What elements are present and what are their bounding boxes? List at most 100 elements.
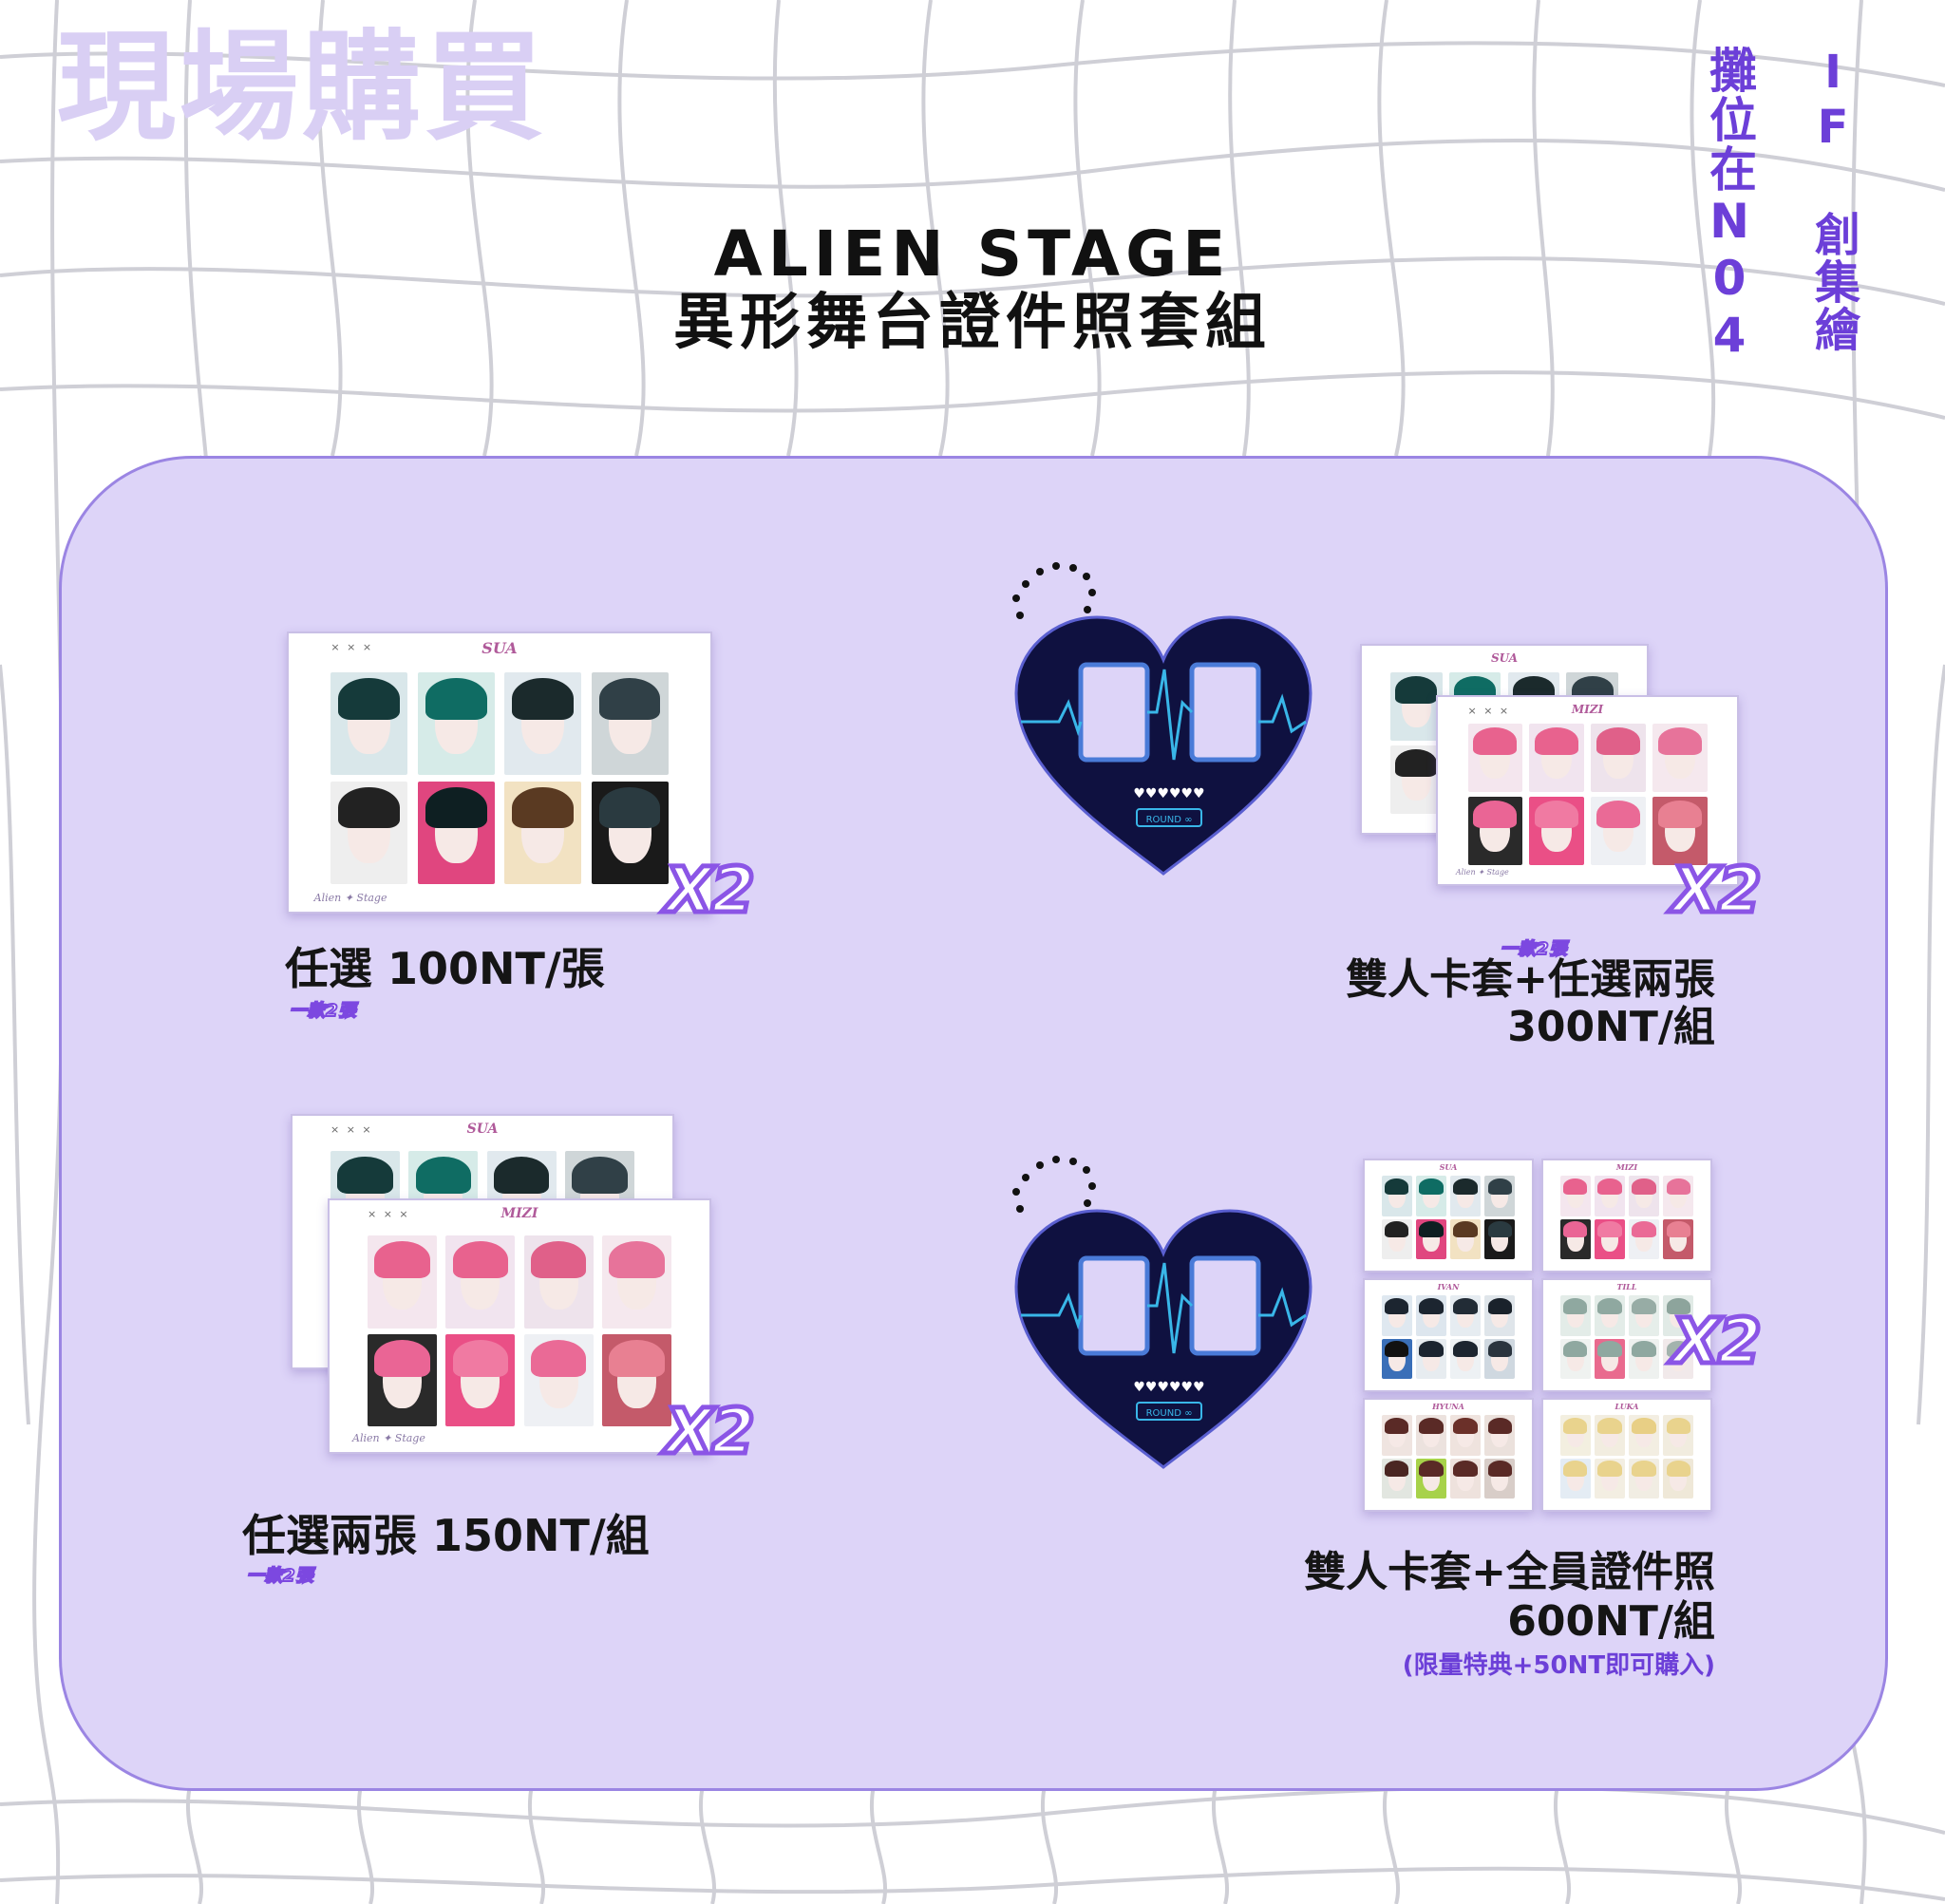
portrait [591,672,669,776]
portrait [1467,723,1522,793]
portrait-grid [1467,723,1708,866]
portrait [1390,745,1443,815]
card-name: MIZI [500,1206,538,1221]
ivan-mini-card: IVAN [1363,1278,1534,1392]
portrait [1629,1176,1660,1216]
portrait [1415,1295,1446,1336]
portrait [1450,1415,1482,1456]
page-heading: 現場購買 [57,19,547,157]
card-mark: × × × [330,1123,373,1136]
portrait [1381,1295,1412,1336]
portrait [1450,1218,1482,1260]
portrait [1381,1458,1412,1499]
portrait [1415,1415,1446,1456]
portrait [1467,796,1522,866]
title-zh: 異形舞台證件照套組 [673,288,1272,358]
round-indicator: ROUND ∞ [1146,1408,1193,1419]
offer-2-price: 300NT/組 [1507,1003,1715,1051]
heart-card-holder: ♥♥♥♥♥♥ ROUND ∞ [1012,1156,1312,1469]
ball-chain [1012,562,1096,619]
portrait [1450,1458,1482,1499]
portrait [1529,723,1584,793]
portrait [368,1333,437,1427]
portrait [1484,1295,1516,1336]
portrait [1381,1218,1412,1260]
booth-label: 攤位在N04 [1702,46,1757,365]
portrait [1559,1176,1591,1216]
mizi-mini-card: MIZI [1541,1159,1712,1272]
portrait-grid [1559,1295,1694,1380]
card-mark: × × × [368,1208,410,1220]
quantity-x2: X2 [1670,854,1765,927]
portrait [1484,1338,1516,1380]
portrait [1594,1415,1625,1456]
ball-chain [1012,1156,1096,1213]
quantity-x2: X2 [1670,1305,1765,1378]
till-mini-card: TILL [1541,1278,1712,1392]
portrait [1529,796,1584,866]
portrait [1594,1218,1625,1260]
offer-3-price: 任選兩張 150NT/組 [242,1510,650,1561]
card-name: SUA [1490,651,1519,665]
portrait [1591,796,1646,866]
round-indicator: ROUND ∞ [1146,815,1193,825]
offer-2-title: 雙人卡套+任選兩張 [1346,955,1715,1004]
sua-mini-card: SUA [1363,1159,1534,1272]
portrait-grid [1381,1176,1516,1260]
portrait [330,781,408,884]
title-en: ALIEN STAGE [713,217,1232,291]
portrait [1559,1338,1591,1380]
portrait [504,672,582,776]
portrait [523,1235,594,1329]
card-name: IVAN [1437,1282,1460,1291]
portrait [1663,1415,1694,1456]
portrait [1415,1218,1446,1260]
card-name: LUKA [1615,1402,1639,1411]
portrait [523,1333,594,1427]
offer-4-title: 雙人卡套+全員證件照 [1304,1548,1715,1596]
portrait [1390,671,1443,742]
card-name: MIZI [1615,1162,1638,1172]
card-mark: × × × [330,641,374,653]
portrait [368,1235,437,1329]
portrait [445,1333,516,1427]
portrait [1559,1458,1591,1499]
portrait [330,672,408,776]
portrait [1594,1458,1625,1499]
offer-4-price: 600NT/組 [1507,1597,1715,1646]
portrait [1591,723,1646,793]
portrait [1652,723,1708,793]
portrait [1484,1218,1516,1260]
portrait [1381,1338,1412,1380]
portrait [1629,1458,1660,1499]
portrait [1415,1458,1446,1499]
portrait [1381,1415,1412,1456]
card-name: SUA [482,639,518,657]
quantity-x2: X2 [663,1395,758,1468]
offer-1-tag: 一款2張 [289,1000,357,1022]
portrait [1415,1176,1446,1216]
portrait [1663,1338,1694,1380]
portrait [1450,1176,1482,1216]
portrait [1484,1458,1516,1499]
offer-4-note: (限量特典+50NT即可購入) [1402,1651,1715,1680]
portrait [1484,1415,1516,1456]
portrait [1484,1176,1516,1216]
portrait [445,1235,516,1329]
portrait [1663,1295,1694,1336]
portrait [1629,1218,1660,1260]
card-footer: Alien ✦ Stage [352,1432,425,1444]
card-name: SUA [466,1122,499,1137]
hearts-indicator: ♥♥♥♥♥♥ [1133,786,1204,801]
portrait [1381,1176,1412,1216]
portrait [1594,1295,1625,1336]
portrait [591,781,669,884]
offer-3-tag: 一款2張 [246,1565,314,1587]
portrait [1559,1295,1591,1336]
card-mark: × × × [1467,705,1511,717]
portrait-grid [368,1235,671,1427]
portrait [1663,1458,1694,1499]
card-name: SUA [1439,1162,1458,1172]
mizi-photo-card: × × × MIZI Alien ✦ Stage [1436,695,1739,886]
